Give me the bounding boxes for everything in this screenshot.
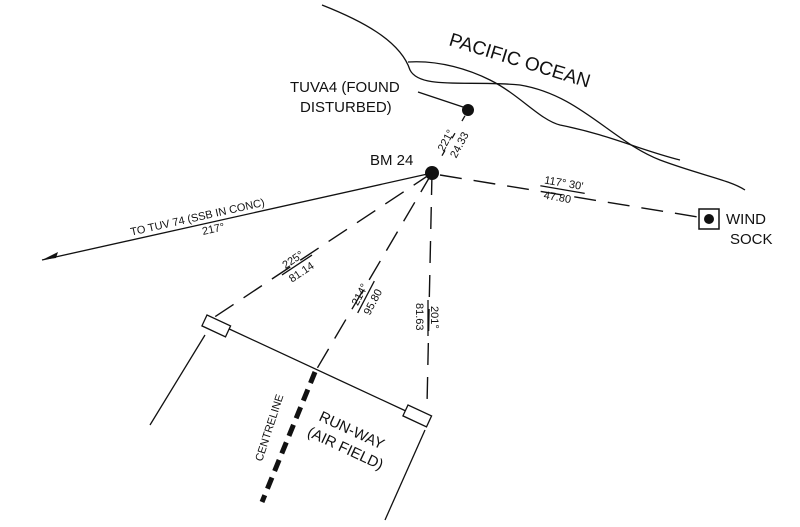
bm24-to-windsock-line [439, 174, 699, 218]
runway-right-distance: 81.63 [413, 303, 425, 331]
coastline-outer [321, 4, 746, 191]
tuv74-bearing: 217° [201, 221, 226, 238]
windsock-distance: 47.80 [543, 190, 572, 206]
windsock-fraction-bar [540, 185, 585, 195]
bm24-to-runway-right-line [426, 172, 433, 406]
windsock-label-1: WIND [726, 211, 766, 228]
tuv74-label: TO TUV 74 (SSB IN CONC) [129, 197, 265, 239]
bm24-to-centreline-line [314, 172, 433, 373]
tuva4-label-1: TUVA4 (FOUND [290, 79, 400, 96]
runway-left-edge [149, 334, 206, 426]
runway-left-marker [201, 314, 232, 338]
coastline-inner [407, 61, 681, 161]
tuv74-line [41, 172, 433, 261]
windsock-label-2: SOCK [730, 231, 773, 248]
bm24-to-runway-left-line [209, 172, 433, 321]
runway-right-bearing: 201° [428, 306, 440, 329]
tuva4-point [462, 104, 474, 116]
bm24-label: BM 24 [370, 152, 413, 169]
centre-fraction-bar [357, 280, 375, 314]
tuva4-label-2: DISTURBED) [300, 99, 392, 116]
arrow-head-icon [42, 252, 58, 260]
tuva4-leader [417, 91, 467, 109]
left-fraction-bar [281, 254, 313, 276]
runway-right-marker [402, 404, 433, 428]
runway-top-edge [224, 326, 409, 413]
runway-right-edge [384, 429, 426, 521]
windsock-point [704, 214, 714, 224]
runway-centreline [259, 371, 318, 503]
